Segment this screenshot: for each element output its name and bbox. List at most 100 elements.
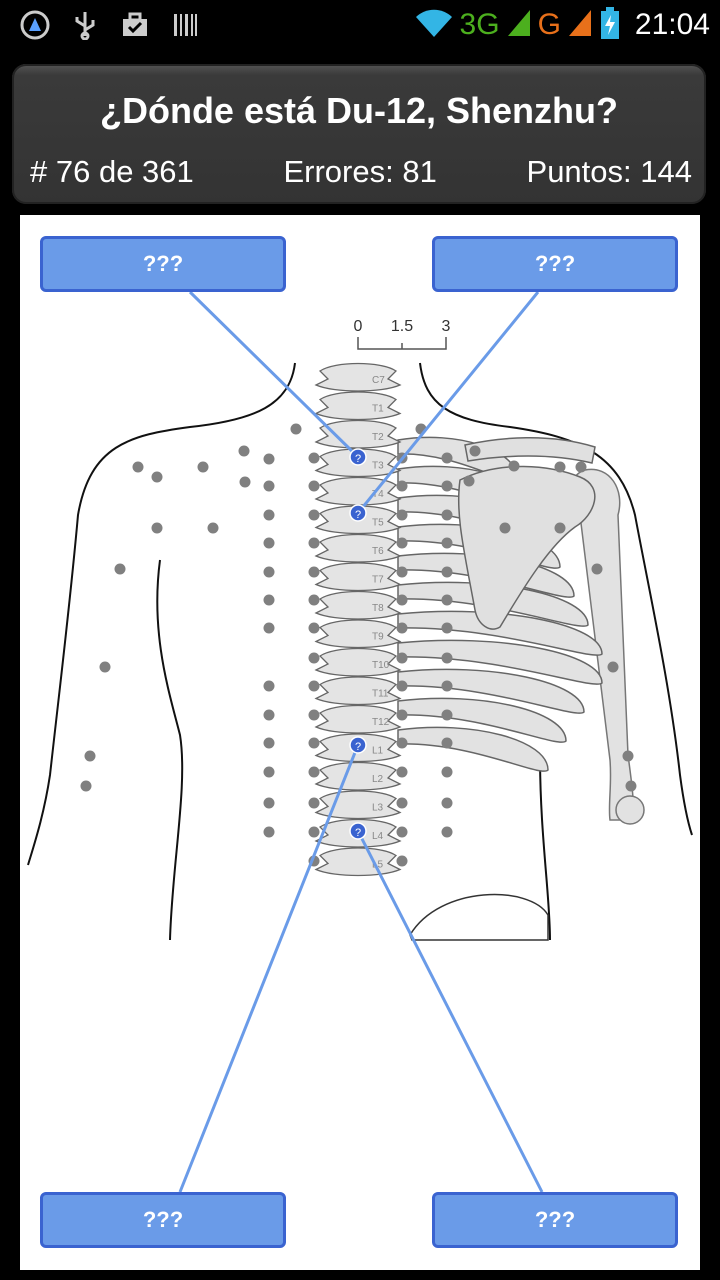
acupoint-dot	[308, 737, 320, 749]
arm-bones	[569, 468, 645, 825]
acupoint-dot	[441, 509, 453, 521]
vertebra-label: T1	[372, 404, 384, 415]
acupoint-dot	[84, 750, 96, 762]
vertebra-label: T12	[372, 717, 390, 728]
answer-button-top-right[interactable]: ???	[432, 236, 678, 292]
acupoint-dot	[622, 750, 634, 762]
line-top-right	[356, 291, 540, 514]
scale-label-0: 0	[354, 318, 363, 335]
acupoint-dot	[591, 563, 603, 575]
acupoint-dot	[263, 509, 275, 521]
acupoint-dot	[396, 766, 408, 778]
status-bar: 3G G 21:04	[0, 0, 720, 50]
rib	[397, 668, 585, 714]
acupoint-dot	[308, 537, 320, 549]
question-header: ¿Dónde está Du-12, Shenzhu? # 76 de 361 …	[12, 64, 706, 204]
vertebra-label: T8	[372, 603, 384, 614]
answer-button-bottom-left[interactable]: ???	[40, 1192, 286, 1248]
acupoint-dot	[396, 537, 408, 549]
acupoint-dot	[396, 737, 408, 749]
vertebra: T1	[314, 391, 402, 421]
acupoint-dot	[80, 780, 92, 792]
candidate-marker[interactable]: ?	[349, 448, 367, 466]
vertebra-label: L3	[372, 803, 384, 814]
scale-label-3: 3	[442, 318, 451, 335]
acupoint-dot	[441, 709, 453, 721]
acupoint-dot	[151, 522, 163, 534]
briefcase-icon	[118, 8, 152, 42]
acupoint-dot	[263, 826, 275, 838]
acupoint-dot	[263, 766, 275, 778]
candidate-markers: ? ? ? ?	[349, 448, 367, 840]
vertebra: T8	[314, 590, 402, 620]
acupoint-dot	[263, 594, 275, 606]
acupoint-dot	[441, 566, 453, 578]
acupoint-dot	[114, 563, 126, 575]
acupoint-dot	[396, 652, 408, 664]
acupoint-dot	[441, 826, 453, 838]
acupoint-dot	[263, 453, 275, 465]
line-top-left	[188, 290, 360, 459]
vertebra-label: T6	[372, 546, 384, 557]
acupoint-dot	[263, 680, 275, 692]
acupoint-dot	[441, 766, 453, 778]
svg-text:?: ?	[355, 827, 361, 839]
line-bottom-right	[356, 830, 544, 1193]
acupoint-dot	[575, 461, 587, 473]
vertebra-label: T10	[372, 660, 390, 671]
answer-button-top-left[interactable]: ???	[40, 236, 286, 292]
acupoint-dot	[308, 709, 320, 721]
acupoint-dot	[308, 766, 320, 778]
acupoint-dot	[132, 461, 144, 473]
acupoint-dot	[239, 476, 251, 488]
vertebra: C7	[314, 362, 402, 392]
acupoint-dot	[554, 461, 566, 473]
battery-icon	[599, 6, 621, 45]
candidate-marker[interactable]: ?	[349, 504, 367, 522]
rib	[397, 639, 603, 685]
acupoint-dot	[396, 826, 408, 838]
acupoint-dot	[308, 480, 320, 492]
acupoint-dot	[308, 594, 320, 606]
acupoint-dot	[441, 452, 453, 464]
acupoint-dot	[197, 461, 209, 473]
acupoint-dot	[441, 652, 453, 664]
vertebra: T12	[314, 704, 402, 734]
acupoint-dot	[308, 452, 320, 464]
signal-g-icon	[567, 8, 593, 43]
vertebra: T9	[314, 619, 402, 649]
acupoint-dot	[396, 797, 408, 809]
rib	[397, 726, 549, 772]
acupoint-dot	[396, 680, 408, 692]
acupoint-dot	[508, 460, 520, 472]
acupoint-dot	[396, 566, 408, 578]
vertebra-label: T7	[372, 575, 384, 586]
svg-text:?: ?	[355, 741, 361, 753]
vertebra-label: T2	[372, 432, 384, 443]
network-g-label: G	[537, 8, 561, 41]
body-outline	[27, 362, 693, 941]
candidate-marker[interactable]: ?	[349, 822, 367, 840]
vertebra-label: L1	[372, 746, 384, 757]
vertebra-label: L5	[372, 860, 384, 871]
points-count: Puntos: 144	[526, 154, 692, 189]
vertebra-label: T11	[372, 689, 389, 700]
vertebra: L2	[314, 761, 402, 791]
vertebra: T11	[314, 676, 402, 706]
answer-button-bottom-right[interactable]: ???	[432, 1192, 678, 1248]
acupoint-dot	[151, 471, 163, 483]
scale-label-1-5: 1.5	[391, 318, 413, 335]
acupoint-dot	[499, 522, 511, 534]
vertebra: T2	[314, 419, 402, 449]
acupoint-dot	[441, 594, 453, 606]
wifi-icon	[414, 7, 454, 44]
acupoint-dot	[308, 652, 320, 664]
vertebra: L5	[314, 847, 402, 877]
vertebra-label: L4	[372, 831, 384, 842]
acupoint-dot	[441, 797, 453, 809]
acupoint-dot	[441, 480, 453, 492]
acupoint-dot	[463, 475, 475, 487]
candidate-marker[interactable]: ?	[349, 736, 367, 754]
svg-text:?: ?	[355, 453, 361, 465]
